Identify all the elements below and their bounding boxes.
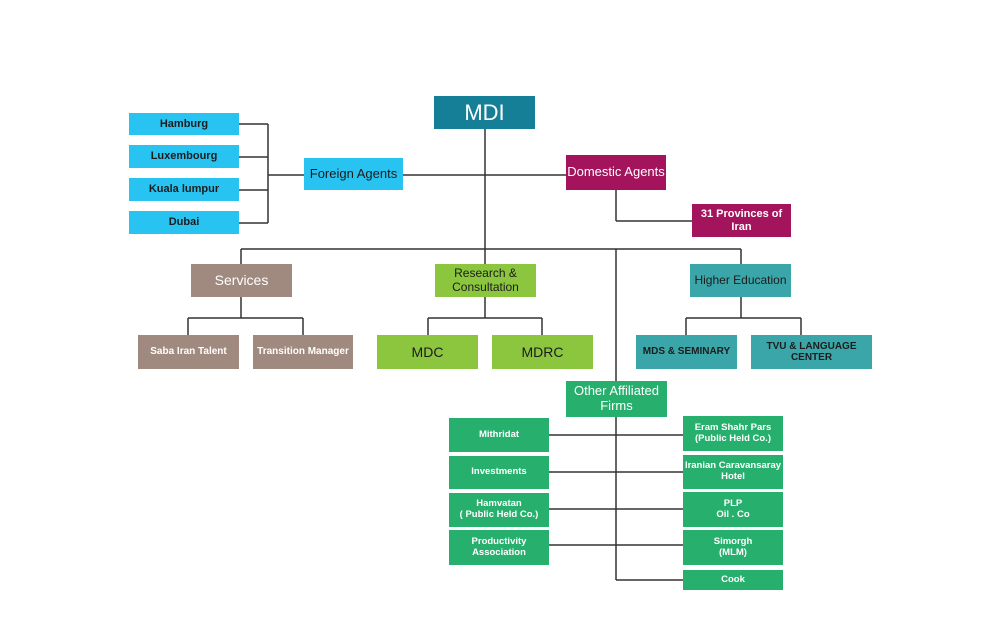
node-tvu-language-center: TVU & LANGUAGE CENTER bbox=[751, 335, 872, 369]
node-kuala-lumpur: Kuala lumpur bbox=[129, 178, 239, 201]
node-other-affiliated-firms: Other Affiliated Firms bbox=[566, 381, 667, 417]
node-foreign-agents: Foreign Agents bbox=[304, 158, 403, 190]
node-transition-manager: Transition Manager bbox=[253, 335, 353, 369]
node-investments: Investments bbox=[449, 456, 549, 489]
node-research-consultation: Research & Consultation bbox=[435, 264, 536, 297]
node-higher-education: Higher Education bbox=[690, 264, 791, 297]
node-eram-shahr-pars: Eram Shahr Pars (Public Held Co.) bbox=[683, 416, 783, 451]
node-mds-seminary: MDS & SEMINARY bbox=[636, 335, 737, 369]
node-mdrc: MDRC bbox=[492, 335, 593, 369]
node-luxembourg: Luxembourg bbox=[129, 145, 239, 168]
node-saba-iran-talent: Saba Iran Talent bbox=[138, 335, 239, 369]
node-iranian-caravansaray-hotel: Iranian Caravansaray Hotel bbox=[683, 455, 783, 489]
node-domestic-agents: Domestic Agents bbox=[566, 155, 666, 190]
node-simorgh-mlm: Simorgh (MLM) bbox=[683, 530, 783, 565]
node-services: Services bbox=[191, 264, 292, 297]
node-hamburg: Hamburg bbox=[129, 113, 239, 135]
node-mdi: MDI bbox=[434, 96, 535, 129]
node-plp-oil-co: PLP Oil . Co bbox=[683, 492, 783, 527]
node-mdc: MDC bbox=[377, 335, 478, 369]
node-productivity-association: Productivity Association bbox=[449, 530, 549, 565]
node-dubai: Dubai bbox=[129, 211, 239, 234]
node-mithridat: Mithridat bbox=[449, 418, 549, 452]
node-hamvatan: Hamvatan ( Public Held Co.) bbox=[449, 493, 549, 527]
node-cook: Cook bbox=[683, 570, 783, 590]
node-31-provinces: 31 Provinces of Iran bbox=[692, 204, 791, 237]
